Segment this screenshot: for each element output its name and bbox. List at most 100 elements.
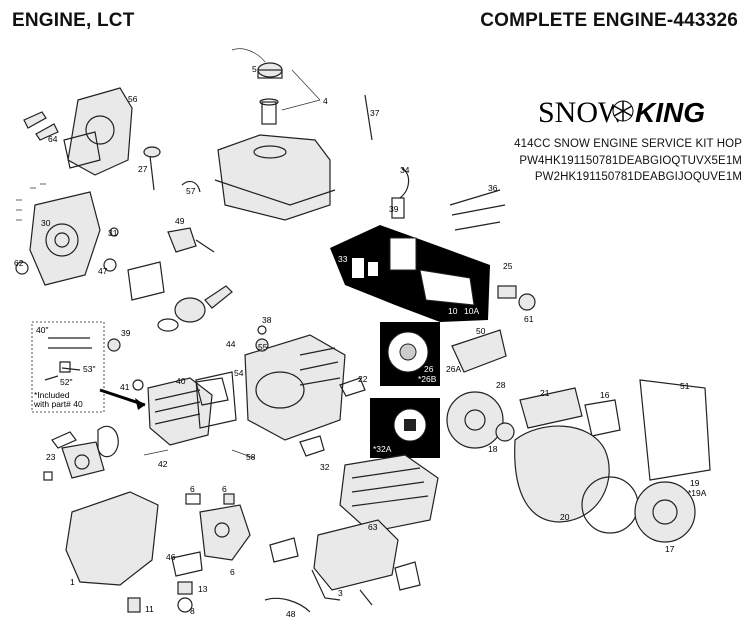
bracket-32 — [299, 435, 325, 457]
callout-note-2: with part# 40 — [33, 399, 83, 409]
valve-parts — [44, 337, 92, 381]
recoil-starter-17 — [634, 481, 696, 543]
label-53: 53" — [83, 364, 95, 374]
label-30: 30 — [41, 218, 51, 228]
label-63: 63 — [368, 522, 378, 532]
crankcase-cover — [67, 87, 133, 176]
fuel-tank — [214, 134, 336, 221]
label-11: 11 — [145, 604, 154, 614]
label-39: 39 — [121, 328, 131, 338]
label-29a: *29A — [379, 217, 398, 227]
label-3: 3 — [338, 588, 343, 598]
knob-61 — [518, 293, 536, 311]
seal-62 — [15, 261, 29, 275]
label-31: 31 — [108, 228, 118, 238]
bolt-42 — [143, 449, 169, 456]
gasket-2 — [127, 261, 165, 301]
bracket-16 — [584, 399, 621, 437]
label-44: 44 — [226, 339, 236, 349]
gear-55 — [255, 338, 269, 352]
label-17: 17 — [665, 544, 675, 554]
deflector — [394, 561, 421, 591]
fan-28 — [446, 391, 504, 449]
spring-41 — [132, 379, 144, 391]
label-62: 62 — [14, 258, 24, 268]
page-title-right: COMPLETE ENGINE-443326 — [480, 10, 738, 31]
bracket-exhaust — [269, 537, 299, 563]
choke-46 — [171, 551, 203, 577]
brand-part2: KING — [635, 97, 705, 128]
label-21: 21 — [540, 388, 550, 398]
crankshaft — [167, 227, 215, 253]
bracket-50 — [451, 329, 507, 373]
label-47: 47 — [98, 266, 108, 276]
label-40: 40 — [176, 376, 186, 386]
engine-cover-1 — [65, 491, 159, 586]
primer-8 — [177, 597, 193, 613]
piston — [157, 297, 206, 332]
label-33: 33 — [338, 254, 348, 264]
bolt-exhaust — [359, 589, 373, 606]
label-52: 52" — [60, 377, 72, 387]
snowking-logo: SNOW KING — [538, 96, 705, 129]
label-37: 37 — [370, 108, 380, 118]
label-32: 32 — [320, 462, 330, 472]
cylinder-head — [147, 377, 213, 446]
label-54: 54 — [234, 368, 244, 378]
label-23: 23 — [46, 452, 56, 462]
cables-36 — [449, 189, 506, 231]
ignition-group — [370, 398, 440, 458]
electric-starter-group — [330, 225, 490, 322]
nut-small — [43, 471, 53, 481]
muffler-3 — [313, 519, 399, 591]
label-48: 48 — [286, 609, 296, 619]
connecting-rod — [204, 285, 233, 309]
clutch-18 — [495, 422, 515, 442]
panel-51 — [639, 379, 711, 481]
dipstick — [143, 146, 161, 191]
switch-25 — [497, 285, 517, 299]
label-42: 42 — [158, 459, 168, 469]
label-40c: 40" — [36, 325, 48, 335]
wire-48 — [264, 597, 311, 613]
engine-block — [244, 334, 346, 441]
label-27: 27 — [138, 164, 148, 174]
kit-line-3: PW2HK191150781DEABGIJOQUVE1M — [534, 171, 742, 183]
label-51: 51 — [680, 381, 690, 391]
label-58: 58 — [246, 452, 256, 462]
crankcase — [29, 191, 101, 286]
label-1: 1 — [70, 577, 75, 587]
label-64: 64 — [48, 134, 58, 144]
label-56: 56 — [128, 94, 138, 104]
wire-34 — [399, 167, 410, 199]
label-15: 6 — [222, 484, 227, 494]
blower-housing-20 — [514, 425, 610, 523]
fuel-filter — [259, 98, 279, 125]
label-10: 10 — [448, 306, 458, 316]
bracket-21 — [519, 387, 583, 429]
label-34: 34 — [400, 165, 410, 175]
label-32a: *32A — [373, 444, 392, 454]
label-5: 5 — [252, 64, 257, 74]
label-28: 28 — [496, 380, 506, 390]
key-switch-11 — [127, 597, 141, 613]
label-25: 25 — [503, 261, 513, 271]
rod-37 — [364, 94, 373, 141]
tube-fitting — [51, 431, 77, 449]
breather-hose — [181, 180, 201, 193]
head-gasket — [195, 377, 229, 406]
label-50: 50 — [476, 326, 486, 336]
label-13: 13 — [198, 584, 208, 594]
primer-15 — [223, 493, 235, 505]
bolts-left — [16, 183, 46, 221]
label-39-top: 39 — [389, 204, 399, 214]
label-26a: 26A — [446, 364, 461, 374]
callout-box — [31, 321, 105, 413]
callout-note-1: *Included — [34, 390, 70, 400]
page-title-left: ENGINE, LCT — [12, 10, 135, 31]
label-55: 55 — [258, 342, 268, 352]
pipe-exhaust — [311, 569, 341, 601]
gasket — [63, 131, 101, 169]
washer-38 — [257, 325, 267, 335]
